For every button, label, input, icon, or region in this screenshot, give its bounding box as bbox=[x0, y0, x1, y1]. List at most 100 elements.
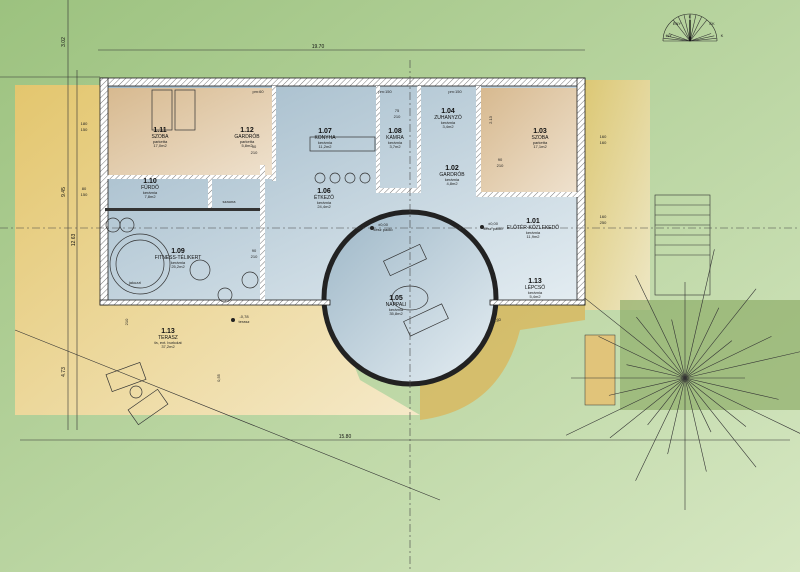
room-area: 37,2m2 bbox=[161, 344, 175, 349]
room-area: 5,8m2 bbox=[241, 143, 253, 148]
window-width: 210 bbox=[124, 318, 129, 325]
room-area: 11,9m2 bbox=[526, 234, 540, 239]
room-number: 1.12 bbox=[240, 127, 254, 134]
compass-northeast: ÉK bbox=[709, 21, 715, 26]
room-floor: fa, ext. burkolat bbox=[154, 340, 182, 345]
door-width: 90 bbox=[252, 248, 257, 253]
pergola-ray bbox=[635, 377, 686, 481]
dim-left-bottom: 4.73 bbox=[61, 367, 67, 377]
room-floor: kerámia bbox=[389, 307, 404, 312]
room-area: 17,0m2 bbox=[153, 143, 167, 148]
dimension-lines bbox=[0, 0, 790, 501]
window-height: 150 bbox=[81, 192, 88, 197]
level-sub: kész padló bbox=[373, 227, 393, 232]
pergola-ray bbox=[684, 307, 720, 379]
room-number: 1.05 bbox=[389, 295, 403, 302]
room-number: 1.13 bbox=[161, 328, 175, 335]
room-floor: kerámia bbox=[143, 190, 158, 195]
room-number: 1.13 bbox=[528, 278, 542, 285]
dim-radius: R3.80 bbox=[490, 317, 502, 325]
dim-left-top: 3.02 bbox=[61, 37, 67, 47]
room-floor: kerámia bbox=[388, 140, 403, 145]
room-floor: kerámia bbox=[445, 177, 460, 182]
pergola-ray bbox=[684, 340, 733, 379]
compass-ray bbox=[683, 14, 691, 42]
room-floor: parketta bbox=[240, 139, 255, 144]
room-number: 1.11 bbox=[153, 127, 166, 134]
room-area: 3,7m2 bbox=[389, 144, 401, 149]
dim-left-inner: 12.63 bbox=[71, 234, 77, 247]
room-name: NAPPALI bbox=[386, 302, 407, 308]
level-marker-terrace: -0,78 terasz bbox=[231, 314, 249, 324]
east-stairs-treads bbox=[655, 204, 710, 256]
compass-ray bbox=[665, 35, 691, 42]
compass-west: NY bbox=[666, 33, 672, 38]
pergola-ray bbox=[684, 377, 800, 434]
door-width: 75 bbox=[395, 108, 400, 113]
room-floor: parketta bbox=[153, 139, 168, 144]
compass-ray bbox=[689, 35, 715, 42]
room-number: 1.09 bbox=[171, 248, 185, 255]
pergola-ray bbox=[626, 364, 686, 379]
room-number: 1.03 bbox=[533, 128, 547, 135]
room-number: 1.02 bbox=[445, 165, 459, 172]
pergola-ray bbox=[671, 319, 686, 379]
room-area: 11,2m2 bbox=[318, 144, 332, 149]
level-value: -0,78 bbox=[239, 314, 249, 319]
pergola-ray bbox=[684, 351, 800, 379]
window-width: 160 bbox=[600, 134, 607, 139]
pergola-ray bbox=[684, 377, 712, 433]
room-floor: kerámia bbox=[317, 200, 332, 205]
room-floor: kerámia bbox=[171, 260, 186, 265]
room-name: SZOBA bbox=[532, 135, 550, 141]
compass-ray bbox=[663, 38, 691, 42]
pergola-ray bbox=[684, 288, 757, 379]
room-name: FÜRDŐ bbox=[141, 184, 159, 191]
pergola-ray bbox=[609, 377, 686, 439]
room-name: GARDRÓB bbox=[234, 133, 260, 140]
level-sub: kész padló bbox=[483, 226, 503, 231]
room-name: LÉPCSŐ bbox=[525, 284, 545, 291]
room-area: 24,4m2 bbox=[317, 204, 331, 209]
compass-north: É bbox=[689, 14, 692, 19]
height-label: 2.13 bbox=[488, 115, 493, 124]
pergola-ray bbox=[684, 377, 747, 427]
window-width: 180 bbox=[81, 121, 88, 126]
side-terrace bbox=[585, 80, 650, 310]
jacuzzi-label: jakuzzi bbox=[128, 280, 141, 285]
room-name: TERASZ bbox=[158, 335, 178, 341]
room-name: ZUHANYZÓ bbox=[434, 114, 462, 121]
room-area: 3,4m2 bbox=[442, 124, 454, 129]
room-floor: kerámia bbox=[526, 230, 541, 235]
dim-left-mid: 9.45 bbox=[61, 187, 67, 197]
room-number: 1.07 bbox=[318, 128, 332, 135]
window-width: 80 bbox=[82, 186, 87, 191]
door-height: 210 bbox=[497, 163, 504, 168]
sill-height: pm:150 bbox=[448, 89, 462, 94]
pergola-ray bbox=[636, 316, 686, 379]
pergola-area bbox=[620, 300, 800, 410]
entrance-steps bbox=[420, 305, 585, 420]
room-1-11-floor bbox=[105, 88, 275, 178]
dim-top-width: 19.70 bbox=[312, 44, 325, 50]
room-name: ELŐTÉR-KÖZLEKEDŐ bbox=[507, 224, 559, 231]
compass-ray bbox=[689, 16, 702, 42]
compass-ray bbox=[668, 33, 691, 42]
pergola-ray bbox=[684, 249, 715, 379]
pergola-ray bbox=[684, 377, 757, 468]
pergola-ray bbox=[647, 377, 686, 426]
pergola-ray bbox=[684, 377, 779, 400]
room-name: GARDRÓB bbox=[439, 171, 465, 178]
room-floor: kerámia bbox=[441, 120, 456, 125]
pergola-ray bbox=[565, 377, 686, 436]
level-sub: terasz bbox=[239, 319, 250, 324]
level-marker-2: ±0,00 kész padló bbox=[480, 221, 503, 231]
walls bbox=[99, 77, 586, 306]
